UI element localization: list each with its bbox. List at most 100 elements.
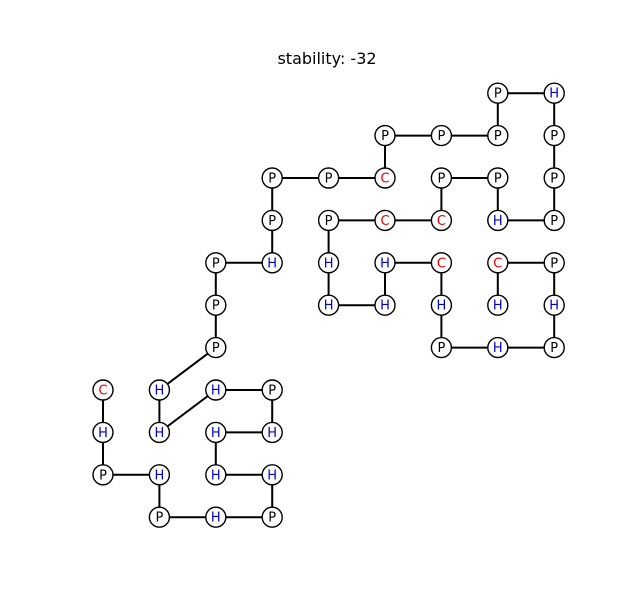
- residue-circle: [205, 336, 227, 359]
- residue-circle: [205, 252, 227, 274]
- residue-label: P: [550, 172, 558, 187]
- residue-node: P: [487, 124, 509, 147]
- residue-circle: [148, 464, 171, 486]
- residue-label: H: [380, 256, 390, 271]
- residue-circle: [430, 336, 453, 359]
- residue-node: P: [261, 379, 283, 401]
- residue-label: H: [211, 468, 221, 483]
- residue-label: P: [268, 172, 276, 187]
- residue-label: H: [155, 384, 165, 399]
- residue-label: P: [212, 341, 220, 356]
- residue-circle: [543, 82, 565, 104]
- residue-label: C: [380, 214, 389, 229]
- bond-line: [158, 389, 217, 434]
- residue-node: H: [92, 421, 114, 444]
- residue-circle: [430, 252, 453, 274]
- residue-node: P: [487, 82, 509, 104]
- residue-label: H: [437, 299, 447, 314]
- residue-node: P: [317, 167, 340, 189]
- residue-node: C: [430, 209, 453, 232]
- residue-circle: [430, 124, 453, 147]
- residue-circle: [317, 167, 340, 189]
- residue-circle: [205, 294, 227, 316]
- residue-circle: [487, 124, 509, 147]
- residue-node: P: [487, 167, 509, 189]
- residue-node: C: [487, 252, 509, 274]
- residue-node: P: [543, 336, 565, 359]
- residue-node: P: [205, 294, 227, 316]
- residue-circle: [487, 167, 509, 189]
- residue-label: C: [380, 172, 389, 187]
- residue-circle: [374, 124, 396, 147]
- residue-node: P: [543, 167, 565, 189]
- residue-circle: [374, 252, 396, 274]
- residue-label: H: [211, 426, 221, 441]
- residue-label: P: [550, 214, 558, 229]
- residue-node: H: [430, 294, 453, 316]
- residue-node: P: [261, 209, 283, 232]
- residue-label: P: [437, 341, 445, 356]
- residue-node: P: [430, 167, 453, 189]
- residue-label: H: [324, 299, 334, 314]
- residue-circle: [261, 421, 283, 444]
- residue-node: C: [430, 252, 453, 274]
- residue-circle: [92, 379, 114, 401]
- residue-circle: [487, 252, 509, 274]
- residue-node: H: [487, 336, 509, 359]
- residue-circle: [543, 124, 565, 147]
- residue-label: H: [155, 468, 165, 483]
- residue-circle: [148, 379, 171, 401]
- residue-circle: [205, 506, 227, 528]
- residue-node: P: [543, 209, 565, 232]
- residue-label: H: [549, 299, 559, 314]
- residue-label: P: [381, 129, 389, 144]
- residue-label: P: [550, 341, 558, 356]
- residue-node: H: [487, 294, 509, 316]
- stability-title: stability: -32: [277, 49, 376, 68]
- residue-label: H: [549, 87, 559, 102]
- residue-label: C: [437, 214, 446, 229]
- residue-label: P: [550, 129, 558, 144]
- residue-node: H: [148, 421, 171, 444]
- residue-label: H: [267, 468, 277, 483]
- residue-node: P: [317, 209, 340, 232]
- bond-line: [158, 346, 217, 391]
- residue-node: H: [205, 379, 227, 401]
- residue-node: P: [205, 336, 227, 359]
- residue-node: P: [205, 252, 227, 274]
- residue-label: P: [437, 129, 445, 144]
- residue-circle: [261, 464, 283, 486]
- residue-circle: [374, 167, 396, 189]
- residue-circle: [148, 506, 171, 528]
- residue-node: H: [261, 252, 283, 274]
- residue-label: P: [325, 214, 333, 229]
- residue-label: H: [267, 426, 277, 441]
- residue-node: P: [261, 167, 283, 189]
- residue-circle: [205, 464, 227, 486]
- residue-label: P: [325, 172, 333, 187]
- residue-node: H: [205, 464, 227, 486]
- residue-node: C: [374, 167, 396, 189]
- residue-label: P: [99, 468, 107, 483]
- residue-label: P: [550, 256, 558, 271]
- residue-circle: [487, 294, 509, 316]
- residue-node: P: [92, 464, 114, 486]
- residue-node: H: [205, 506, 227, 528]
- residue-node: H: [148, 464, 171, 486]
- residue-node: H: [317, 294, 340, 316]
- residue-label: P: [494, 172, 502, 187]
- residue-label: H: [267, 256, 277, 271]
- residue-label: P: [212, 299, 220, 314]
- residue-label: P: [212, 256, 220, 271]
- residue-node: P: [261, 506, 283, 528]
- residue-node: H: [261, 421, 283, 444]
- residue-label: H: [324, 256, 334, 271]
- residue-circle: [374, 294, 396, 316]
- residue-circle: [261, 167, 283, 189]
- residue-label: H: [493, 299, 503, 314]
- residue-circle: [487, 336, 509, 359]
- residue-label: P: [155, 511, 163, 526]
- residue-label: H: [380, 299, 390, 314]
- residue-circle: [543, 294, 565, 316]
